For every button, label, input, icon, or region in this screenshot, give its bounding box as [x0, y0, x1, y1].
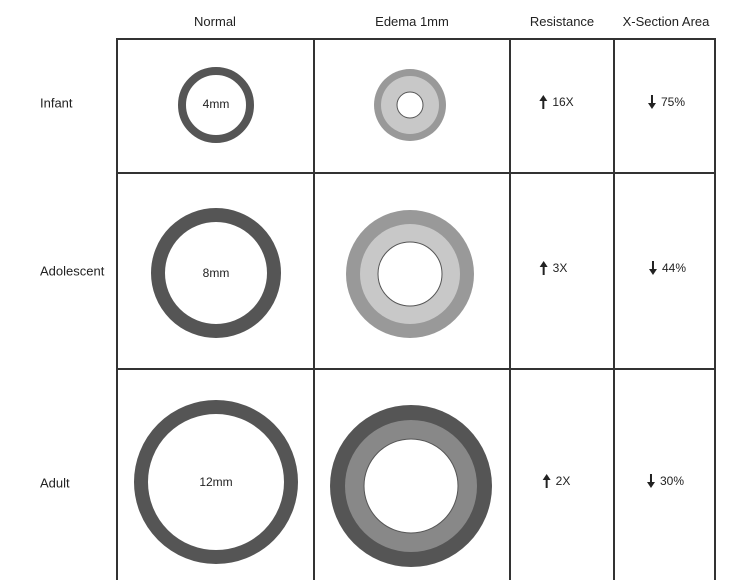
normal-airway-infant [176, 65, 256, 145]
resistance-adult: 2X [542, 473, 571, 489]
resistance-infant: 16X [538, 94, 574, 110]
column-header-resistance: Resistance [529, 14, 595, 29]
edema-airway-infant [370, 65, 450, 145]
arrow-down-icon [646, 474, 655, 488]
arrow-up-icon [542, 474, 551, 488]
area-adolescent: 44% [648, 260, 686, 276]
grid-divider [118, 368, 714, 370]
diameter-label-infant: 4mm [202, 97, 230, 111]
normal-airway-adult [134, 400, 298, 564]
grid-divider [613, 40, 615, 580]
area-adult: 30% [646, 473, 684, 489]
grid-divider [313, 40, 315, 580]
arrow-up-icon [539, 95, 548, 109]
area-infant: 75% [647, 94, 685, 110]
resistance-value: 16X [552, 95, 574, 109]
row-label-adolescent: Adolescent [40, 263, 105, 279]
row-label-infant: Infant [40, 95, 73, 111]
area-value: 75% [660, 95, 686, 109]
column-header-normal: Normal [194, 14, 236, 29]
comparison-grid [116, 38, 716, 580]
resistance-value: 2X [555, 474, 571, 488]
arrow-down-icon [648, 261, 657, 275]
diameter-label-adult: 12mm [199, 475, 233, 489]
edema-airway-adult [329, 404, 493, 568]
arrow-down-icon [647, 95, 656, 109]
diameter-label-adolescent: 8mm [202, 266, 230, 280]
grid-divider [509, 40, 511, 580]
arrow-up-icon [539, 261, 548, 275]
column-header-edema: Edema 1mm [375, 14, 449, 29]
column-header-area: X-Section Area [622, 14, 710, 29]
area-value: 44% [661, 261, 687, 275]
row-label-adult: Adult [40, 475, 70, 491]
normal-airway-adolescent [148, 205, 284, 341]
edema-airway-adolescent [343, 207, 477, 341]
resistance-adolescent: 3X [539, 260, 568, 276]
grid-divider [118, 172, 714, 174]
resistance-value: 3X [552, 261, 568, 275]
area-value: 30% [659, 474, 685, 488]
